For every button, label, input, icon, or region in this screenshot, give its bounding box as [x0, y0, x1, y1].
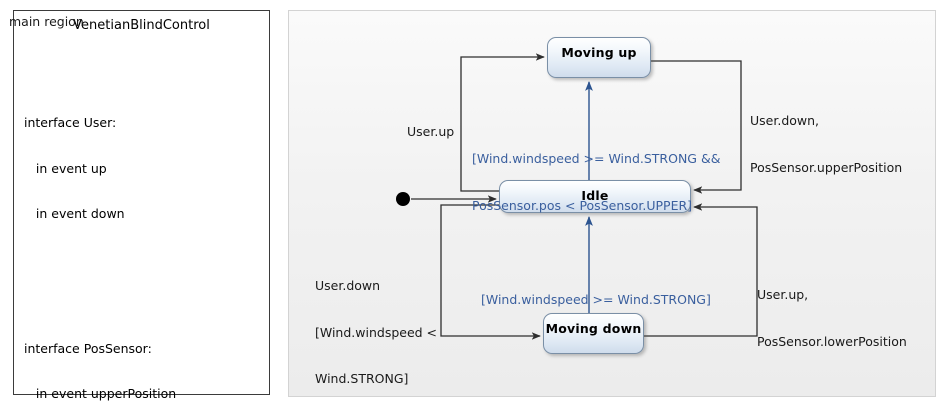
- interface-line: interface User:: [24, 115, 117, 131]
- interface-line: in event upperPosition: [24, 386, 177, 402]
- transition-label-line: Wind.STRONG]: [315, 371, 409, 386]
- state-label: Moving up: [561, 45, 637, 60]
- transition-label-line: PosSensor.upperPosition: [750, 159, 903, 175]
- transition-label-line: [Wind.windspeed >= Wind.STRONG &&: [472, 151, 721, 166]
- state-label: Moving down: [545, 321, 642, 336]
- transition-label-wind-guard-up[interactable]: [Wind.windspeed >= Wind.STRONG && PosSen…: [472, 120, 720, 244]
- state-moving-down[interactable]: Moving down: [543, 313, 644, 354]
- transition-label-user-down[interactable]: User.down [Wind.windspeed < Wind.STRONG]: [315, 247, 437, 406]
- initial-state-dot[interactable]: [396, 192, 410, 206]
- transition-label-user-up[interactable]: User.up: [407, 93, 454, 171]
- state-moving-up[interactable]: Moving up: [547, 37, 651, 78]
- interface-block-possensor: interface PosSensor: in event upperPosit…: [24, 310, 269, 406]
- statechart-title: VenetianBlindControl: [73, 18, 210, 33]
- interface-line: interface PosSensor:: [24, 340, 152, 356]
- interface-line: in event down: [24, 206, 125, 222]
- region-label: main region: [9, 14, 84, 29]
- state-label: Idle: [581, 188, 609, 203]
- transition-label-down-upperposition[interactable]: User.down, PosSensor.upperPosition: [750, 82, 902, 206]
- interface-declaration-text: interface User: in event up in event dow…: [14, 39, 269, 406]
- transition-label-wind-guard-down[interactable]: [Wind.windspeed >= Wind.STRONG]: [481, 261, 711, 339]
- interface-block-user: interface User: in event up in event dow…: [24, 85, 269, 252]
- transition-label-line: PosSensor.lowerPosition: [757, 333, 907, 349]
- transition-label-up-lowerposition[interactable]: User.up, PosSensor.lowerPosition: [757, 256, 907, 380]
- transition-label-line: User.down: [315, 278, 381, 293]
- transition-label-line: [Wind.windspeed >= Wind.STRONG]: [481, 292, 711, 307]
- transition-label-line: User.up: [407, 124, 455, 139]
- interface-declaration-panel[interactable]: VenetianBlindControl interface User: in …: [13, 10, 270, 401]
- transition-label-line: PosSensor.pos < PosSensor.UPPER]: [472, 197, 693, 213]
- interface-line: in event up: [24, 160, 107, 176]
- transition-label-line: [Wind.windspeed <: [315, 324, 438, 340]
- transition-label-line: User.down,: [750, 113, 820, 128]
- transition-label-line: User.up,: [757, 287, 809, 302]
